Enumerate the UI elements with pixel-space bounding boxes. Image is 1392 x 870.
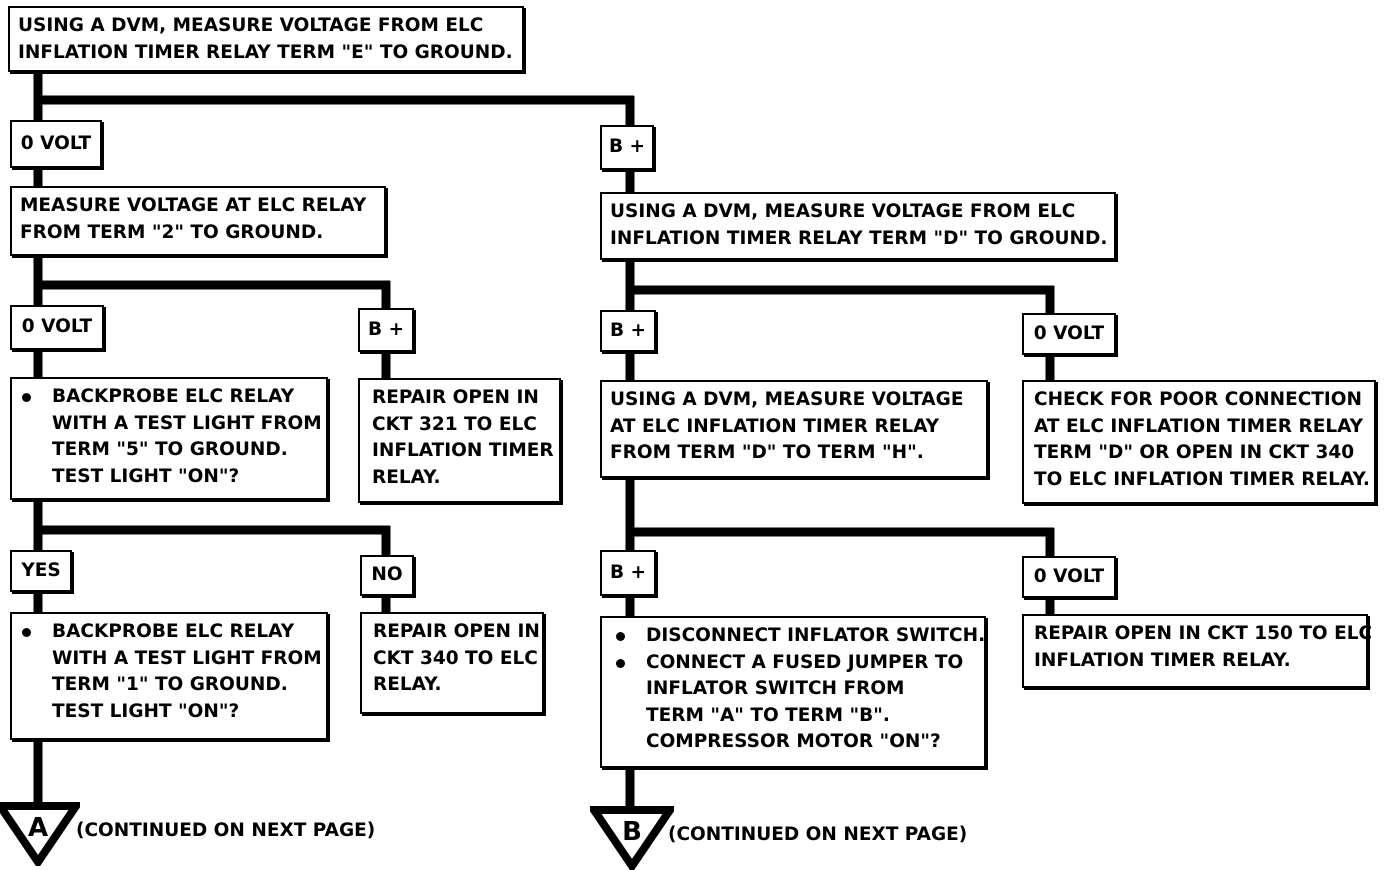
result-0volt-label: 0 VOLT <box>1022 556 1116 598</box>
result-label-text: B + <box>609 561 647 583</box>
result-label-text: NO <box>371 564 403 586</box>
step-text-line: RELAY. <box>372 466 441 488</box>
result-label-text: B + <box>608 136 646 158</box>
result-label-text: 0 VOLT <box>21 316 93 338</box>
result-0volt-label: 0 VOLT <box>10 120 102 168</box>
step-text-line: REPAIR OPEN IN <box>373 621 540 642</box>
result-yes-label: YES <box>10 550 72 592</box>
connector-a-triangle: A <box>0 802 80 866</box>
disconnect-inflator-box: DISCONNECT INFLATOR SWITCH. CONNECT A FU… <box>600 616 986 768</box>
step-text-line: BACKPROBE ELC RELAY <box>22 619 326 646</box>
measure-d-to-h-box: USING A DVM, MEASURE VOLTAGE AT ELC INFL… <box>600 380 988 478</box>
result-label-text: 0 VOLT <box>1033 322 1105 344</box>
step-text-line: FROM TERM "D" TO TERM "H". <box>610 442 924 463</box>
result-label-text: 0 VOLT <box>1033 565 1105 587</box>
step-text-line: TO ELC INFLATION TIMER RELAY. <box>1034 468 1370 490</box>
step-text-line: TERM "A" TO TERM "B". <box>646 704 890 726</box>
continued-note: (CONTINUED ON NEXT PAGE) <box>76 820 376 841</box>
step-text-line: REPAIR OPEN IN CKT 150 TO ELC <box>1034 623 1373 644</box>
result-label-text: B + <box>609 319 647 341</box>
connector-letter: B <box>622 817 642 847</box>
result-bplus-label: B + <box>358 308 414 352</box>
repair-ckt321-box: REPAIR OPEN IN CKT 321 TO ELC INFLATION … <box>358 378 561 503</box>
step-text-line: MEASURE VOLTAGE AT ELC RELAY <box>20 195 367 216</box>
result-no-label: NO <box>360 555 414 596</box>
repair-ckt150-box: REPAIR OPEN IN CKT 150 TO ELC INFLATION … <box>1022 614 1373 688</box>
step-text-line: CKT 321 TO ELC <box>372 413 537 435</box>
repair-ckt340-box: REPAIR OPEN IN CKT 340 TO ELC RELAY. <box>360 612 544 714</box>
result-label-text: B + <box>367 318 405 340</box>
continued-note: (CONTINUED ON NEXT PAGE) <box>668 824 968 845</box>
result-bplus-label: B + <box>600 125 654 170</box>
backprobe-term5-box: BACKPROBE ELC RELAY WITH A TEST LIGHT FR… <box>10 377 328 500</box>
check-poor-connection-box: CHECK FOR POOR CONNECTION AT ELC INFLATI… <box>1022 380 1376 504</box>
step-text-line: INFLATOR SWITCH FROM <box>646 678 905 699</box>
measure-termd-box: USING A DVM, MEASURE VOLTAGE FROM ELC IN… <box>600 192 1116 260</box>
step-text-line: BACKPROBE ELC RELAY <box>22 384 326 411</box>
result-bplus-label: B + <box>600 550 656 596</box>
start-step-box: USING A DVM, MEASURE VOLTAGE FROM ELC IN… <box>8 6 524 72</box>
step-text-line: REPAIR OPEN IN <box>372 387 539 408</box>
step-text-line: CHECK FOR POOR CONNECTION <box>1034 389 1362 410</box>
result-label-text: 0 VOLT <box>20 132 92 154</box>
step-text-line: RELAY. <box>373 674 442 695</box>
step-text-line: WITH A TEST LIGHT FROM <box>52 647 322 669</box>
step-text-line: USING A DVM, MEASURE VOLTAGE <box>610 389 964 410</box>
step-text-line: AT ELC INFLATION TIMER RELAY <box>610 415 940 437</box>
step-text-line: DISCONNECT INFLATOR SWITCH. <box>616 623 985 650</box>
step-text-line: TERM "1" TO GROUND. <box>52 674 288 695</box>
step-text-line: WITH A TEST LIGHT FROM <box>52 412 322 434</box>
connector-b-triangle: B <box>590 806 674 870</box>
result-label-text: YES <box>21 559 61 581</box>
result-0volt-label: 0 VOLT <box>1022 313 1116 355</box>
step-text-line: CONNECT A FUSED JUMPER TO <box>616 650 984 677</box>
backprobe-term1-box: BACKPROBE ELC RELAY WITH A TEST LIGHT FR… <box>10 612 328 740</box>
step-text-line: INFLATION TIMER RELAY. <box>1034 649 1291 671</box>
step-text-line: TEST LIGHT "ON"? <box>52 700 240 722</box>
step-text-line: INFLATION TIMER RELAY TERM "D" TO GROUND… <box>610 227 1108 249</box>
step-text-line: INFLATION TIMER <box>372 440 554 461</box>
step-text-line: TERM "D" OR OPEN IN CKT 340 <box>1034 442 1355 463</box>
step-text-line: AT ELC INFLATION TIMER RELAY <box>1034 415 1364 437</box>
result-bplus-label: B + <box>600 310 656 352</box>
step-text-line: USING A DVM, MEASURE VOLTAGE FROM ELC <box>610 201 1076 222</box>
step-text-line: CKT 340 TO ELC <box>373 647 538 669</box>
step-text-line: INFLATION TIMER RELAY TERM "E" TO GROUND… <box>18 41 513 63</box>
result-0volt-label: 0 VOLT <box>10 305 104 350</box>
step-text-line: FROM TERM "2" TO GROUND. <box>20 221 324 243</box>
step-text-line: TEST LIGHT "ON"? <box>52 465 240 487</box>
step-text-line: TERM "5" TO GROUND. <box>52 439 288 460</box>
step-text-line: COMPRESSOR MOTOR "ON"? <box>646 731 941 752</box>
step-text-line: USING A DVM, MEASURE VOLTAGE FROM ELC <box>18 15 484 36</box>
measure-term2-box: MEASURE VOLTAGE AT ELC RELAY FROM TERM "… <box>10 186 386 256</box>
connector-letter: A <box>28 813 48 843</box>
